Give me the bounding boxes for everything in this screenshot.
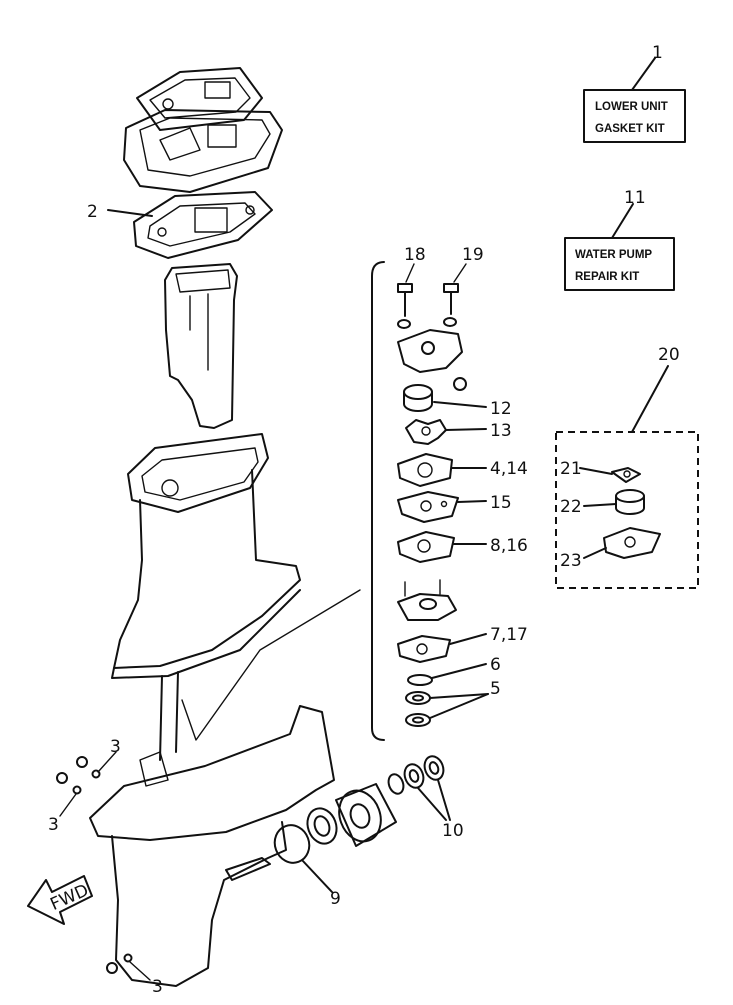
callout-9: 9 bbox=[330, 889, 341, 909]
callout-10: 10 bbox=[442, 821, 464, 841]
forward-direction-arrow: FWD bbox=[27, 875, 93, 925]
callout-19: 19 bbox=[462, 245, 484, 265]
plate-23: 23 bbox=[560, 527, 661, 571]
gasket-kit-line2: GASKET KIT bbox=[595, 123, 665, 135]
callout-4-14: 4,14 bbox=[490, 459, 528, 479]
callout-2: 2 bbox=[87, 202, 98, 222]
callout-1: 1 bbox=[652, 43, 663, 63]
gasket-7-17: 7,17 bbox=[397, 625, 528, 663]
callout-22: 22 bbox=[560, 497, 582, 517]
oil-seal-housing bbox=[397, 579, 457, 621]
prop-shaft-parts-10: 10 bbox=[387, 755, 464, 841]
water-pump-kit-line2: REPAIR KIT bbox=[575, 271, 639, 283]
bearing-seal-housing bbox=[306, 783, 397, 847]
callout-15: 15 bbox=[490, 493, 512, 513]
callout-7-17: 7,17 bbox=[490, 625, 528, 645]
callout-11: 11 bbox=[624, 188, 646, 208]
callout-3b: 3 bbox=[48, 815, 59, 835]
pump-housing bbox=[397, 329, 467, 391]
upper-casing-gasket-block bbox=[123, 109, 283, 193]
oil-seal-5: 5 bbox=[405, 679, 501, 727]
callout-23: 23 bbox=[560, 551, 582, 571]
bolt-19: 19 bbox=[443, 245, 484, 327]
bolt-and-washer-3b: 3 bbox=[48, 772, 82, 835]
o-ring-6: 6 bbox=[407, 655, 501, 686]
fwd-label: FWD bbox=[47, 881, 91, 915]
gasket-kit-line1: LOWER UNIT bbox=[595, 101, 668, 113]
lower-casing bbox=[89, 433, 361, 987]
driveshaft-housing-upper bbox=[164, 263, 238, 429]
bolt-18: 18 bbox=[397, 245, 426, 329]
gasket-kit-label: 1 LOWER UNIT GASKET KIT bbox=[583, 43, 686, 143]
outer-plate-cartridge-15: 15 bbox=[397, 491, 512, 523]
insert-22: 22 bbox=[560, 489, 645, 517]
water-pump-group-bracket bbox=[371, 261, 385, 741]
kit-20: 20 21 22 23 bbox=[555, 345, 699, 589]
water-pump-kit-line1: WATER PUMP bbox=[575, 249, 652, 261]
gasket-2: 2 bbox=[87, 191, 273, 259]
cartridge-21: 21 bbox=[560, 459, 641, 483]
callout-18: 18 bbox=[404, 245, 426, 265]
callout-21: 21 bbox=[560, 459, 582, 479]
bolt-and-washer-3a: 3 bbox=[76, 737, 121, 779]
impeller-13: 13 bbox=[405, 419, 512, 445]
callout-5: 5 bbox=[490, 679, 501, 699]
gasket-4-14: 4,14 bbox=[397, 453, 528, 487]
gasket-8-16: 8,16 bbox=[397, 531, 528, 563]
callout-13: 13 bbox=[490, 421, 512, 441]
callout-6: 6 bbox=[490, 655, 501, 675]
insert-cartridge-12: 12 bbox=[403, 384, 512, 419]
callout-3c: 3 bbox=[152, 977, 163, 997]
callout-20: 20 bbox=[658, 345, 680, 365]
o-ring-9: 9 bbox=[273, 824, 341, 909]
bolt-and-washer-3c: 3 bbox=[106, 953, 163, 997]
callout-3a: 3 bbox=[110, 737, 121, 757]
water-pump-kit-label: 11 WATER PUMP REPAIR KIT bbox=[564, 188, 675, 291]
callout-12: 12 bbox=[490, 399, 512, 419]
upper-gasket-plate bbox=[136, 67, 263, 131]
callout-8-16: 8,16 bbox=[490, 536, 528, 556]
